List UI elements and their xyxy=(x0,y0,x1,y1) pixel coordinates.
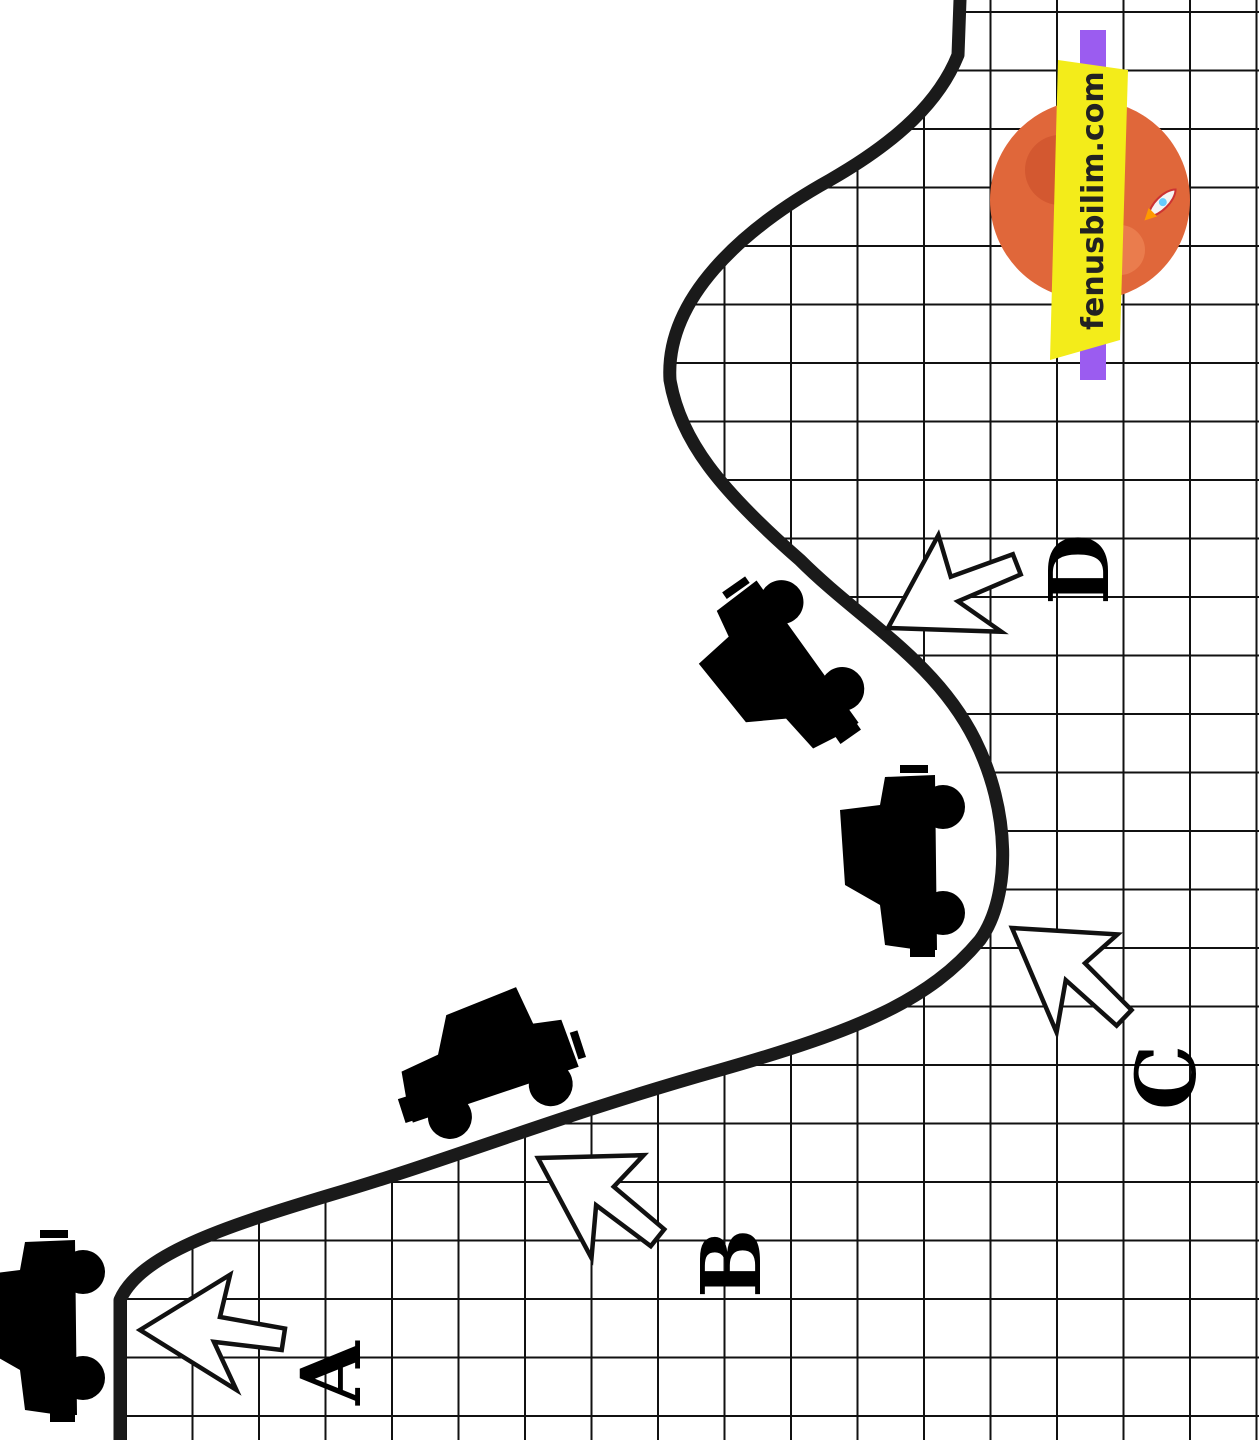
point-label-d: D xyxy=(1032,534,1128,605)
site-logo: fenusbilim.com xyxy=(990,30,1190,380)
arrow-icon xyxy=(135,1263,300,1416)
point-label-b: B xyxy=(684,1229,780,1298)
track-curve xyxy=(120,0,1003,1440)
jeep-icon xyxy=(840,765,965,957)
arrow-icon xyxy=(530,1146,671,1264)
jeep-icon xyxy=(673,555,886,784)
point-label-a: A xyxy=(284,1340,380,1406)
jeep-icon xyxy=(0,1230,105,1422)
logo-text: fenusbilim.com xyxy=(1076,71,1111,330)
point-label-c: C xyxy=(1119,1045,1215,1110)
arrow-icon xyxy=(996,916,1145,1044)
